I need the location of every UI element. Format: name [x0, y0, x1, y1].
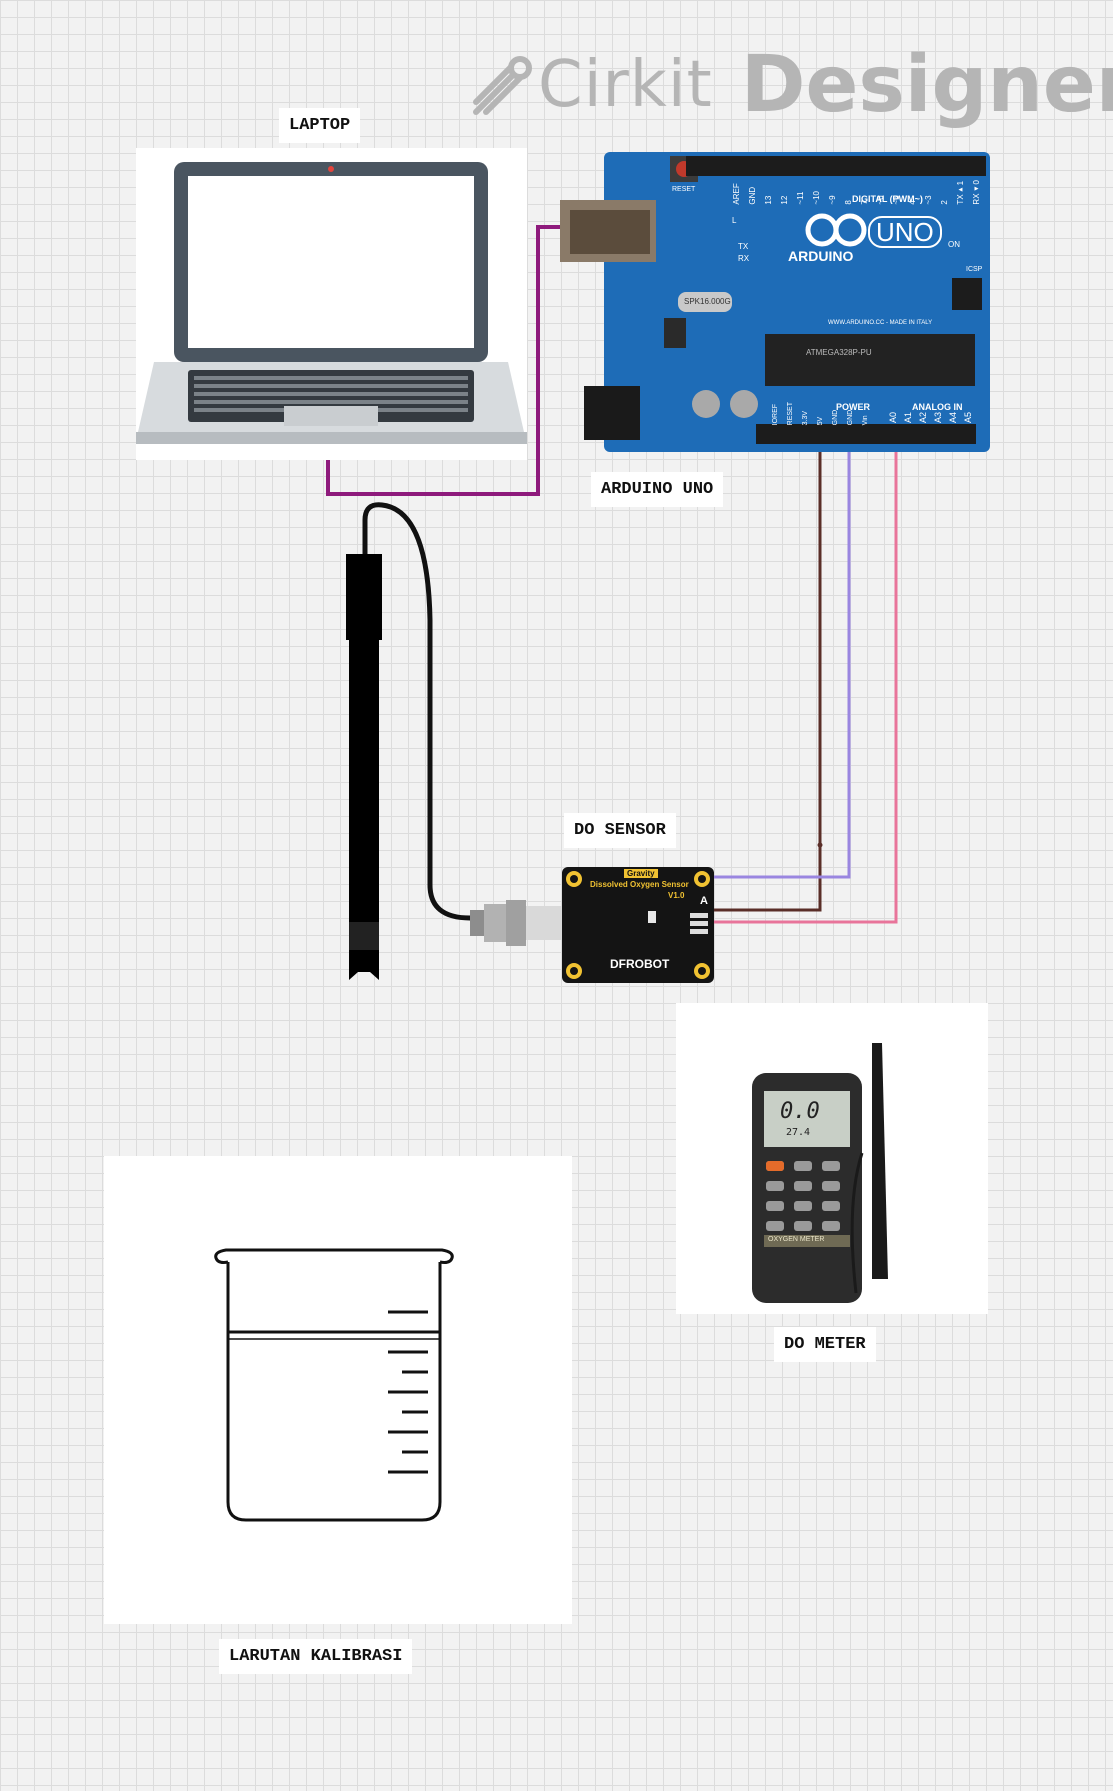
pin-label: RESET [787, 402, 794, 426]
pin-label: 3.3V [802, 410, 809, 426]
tx-led-label: TX [738, 242, 749, 251]
arduino-board-illustration [560, 152, 990, 452]
rx-led-label: RX [738, 254, 750, 263]
do-meter[interactable]: 0.0 27.4 OXYGEN METER [676, 1003, 988, 1314]
meter-nameplate: OXYGEN METER [768, 1236, 825, 1243]
pin-label: GND [748, 186, 757, 205]
pin-label: ~9 [828, 195, 837, 205]
do-meter-illustration [752, 1043, 888, 1303]
analog-pin-labels: A0 A1 A2 A3 A4 A5 [888, 412, 977, 423]
do-meter-label: DO METER [774, 1327, 876, 1362]
pin-label: TX▸1 [956, 180, 965, 205]
do-sensor-pin-label: A [700, 895, 708, 907]
arduino-uno-board[interactable]: ARDUINO UNO DIGITAL (PWM~) POWER ANALOG … [560, 150, 1000, 454]
pen-nib-icon [473, 56, 532, 115]
crystal-label: SPK16.000G [684, 297, 731, 306]
power-pin-labels: IOREF RESET 3.3V 5V GND GND Vin [772, 402, 876, 425]
pin-label: RX◂0 [972, 180, 981, 205]
meter-sub-reading: 27.4 [786, 1127, 811, 1138]
pin-label: IOREF [772, 403, 779, 426]
pin-label: 7 [860, 200, 869, 205]
do-sensor-title: Dissolved Oxygen Sensor [590, 880, 689, 889]
dfrobot-logo-text: DFROBOT [610, 957, 670, 971]
pin-label: 2 [940, 200, 949, 205]
power-5v-wire[interactable] [705, 445, 822, 912]
pin-label: ~5 [892, 195, 901, 205]
usb-cable[interactable] [326, 225, 574, 496]
reset-button-label: RESET [672, 186, 696, 193]
pin-label: GND [832, 409, 839, 426]
chip-label: ATMEGA328P-PU [806, 348, 872, 357]
digital-pin-labels: AREF GND 13 12 ~11 ~10 ~9 8 7 ~6 ~5 4 ~3… [732, 180, 986, 205]
probe-cable[interactable] [362, 502, 480, 921]
analog-a0-wire[interactable] [705, 445, 898, 924]
arduino-logo-text: ARDUINO [788, 248, 854, 264]
do-sensor-board[interactable]: Gravity Dissolved Oxygen Sensor V1.0 DFR… [562, 867, 714, 983]
brand-name-bold: Designer [740, 40, 1113, 130]
pin-label: ~10 [812, 190, 821, 205]
pin-label: A3 [933, 412, 943, 424]
ground-wire[interactable] [705, 445, 851, 879]
gravity-badge: Gravity [624, 869, 658, 878]
laptop-illustration [136, 162, 527, 444]
brand-name-light: Cirkit [538, 48, 713, 122]
arduino-label: ARDUINO UNO [591, 472, 724, 507]
pin-label: 5V [817, 416, 824, 426]
pin-label: A5 [963, 412, 973, 424]
digital-header-label: DIGITAL (PWM~) [852, 194, 923, 204]
pin-label: GND [847, 409, 854, 426]
power-header-label: POWER [836, 402, 871, 412]
do-sensor-version: V1.0 [668, 891, 685, 900]
pin-label: ~6 [876, 195, 885, 205]
beaker-label: LARUTAN KALIBRASI [219, 1639, 413, 1674]
pin-label: A1 [903, 412, 913, 424]
pin-label: 4 [908, 200, 917, 205]
arduino-model-text: UNO [868, 216, 942, 248]
do-probe[interactable] [340, 552, 388, 982]
on-led-label: ON [948, 240, 960, 249]
beaker-illustration [214, 1248, 454, 1522]
pin-label: ~3 [924, 195, 933, 205]
meter-main-reading: 0.0 [780, 1099, 820, 1124]
pin-label: A2 [918, 412, 928, 424]
pin-label: A0 [888, 412, 898, 424]
cirkit-designer-watermark: Cirkit Designer [468, 40, 1113, 130]
do-sensor-holes [566, 871, 710, 979]
laptop-label: LAPTOP [279, 108, 361, 143]
website-label: WWW.ARDUINO.CC - MADE IN ITALY [828, 320, 933, 326]
calibration-beaker[interactable] [104, 1156, 572, 1624]
pin-label: 12 [780, 195, 789, 205]
pin-label: A4 [948, 412, 958, 424]
pin-label: 13 [764, 195, 773, 205]
icsp-label: ICSP [966, 266, 983, 273]
analog-header-label: ANALOG IN [912, 402, 963, 412]
do-sensor-label: DO SENSOR [564, 813, 676, 848]
pin-label: ~11 [796, 191, 805, 205]
pin-label: Vin [862, 415, 869, 426]
do-probe-illustration [346, 554, 382, 980]
pin-label: 8 [844, 200, 853, 205]
pin-label: AREF [732, 183, 741, 205]
l-led-label: L [732, 216, 737, 225]
laptop[interactable] [136, 148, 527, 460]
